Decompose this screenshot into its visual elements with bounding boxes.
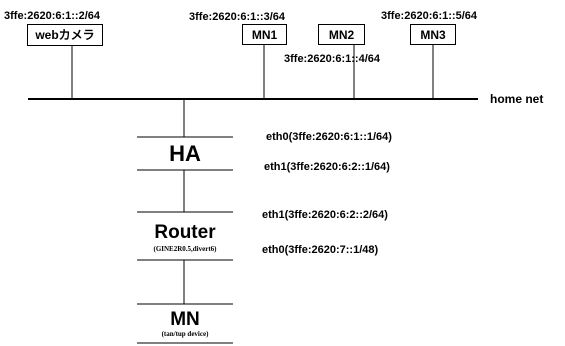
mn3-address: 3ffe:2620:6:1::5/64 — [381, 10, 477, 22]
router-eth0-label: eth0(3ffe:2620:7::1/48) — [262, 244, 379, 256]
ha-eth0-label: eth0(3ffe:2620:6:1::1/64) — [266, 131, 392, 143]
mn1-box: MN1 — [242, 24, 287, 45]
mn3-box: MN3 — [410, 24, 456, 45]
router-sublabel: (GINE2R0.5,divert6) — [153, 245, 217, 253]
webcam-box: webカメラ — [27, 24, 103, 46]
ha-label: HA — [169, 141, 201, 166]
home-net-label: home net — [490, 92, 544, 106]
router-label: Router — [154, 222, 216, 243]
mn-sublabel: (tan/tup device) — [161, 330, 209, 338]
mn2-address: 3ffe:2620:6:1::4/64 — [284, 53, 380, 65]
ha-eth1-label: eth1(3ffe:2620:6:2::1/64) — [264, 161, 390, 173]
mn2-box: MN2 — [318, 24, 365, 45]
mn-label: MN — [170, 309, 200, 330]
webcam-address: 3ffe:2620:6:1::2/64 — [4, 10, 100, 22]
mn1-address: 3ffe:2620:6:1::3/64 — [189, 11, 285, 23]
router-eth1-label: eth1(3ffe:2620:6:2::2/64) — [262, 209, 388, 221]
